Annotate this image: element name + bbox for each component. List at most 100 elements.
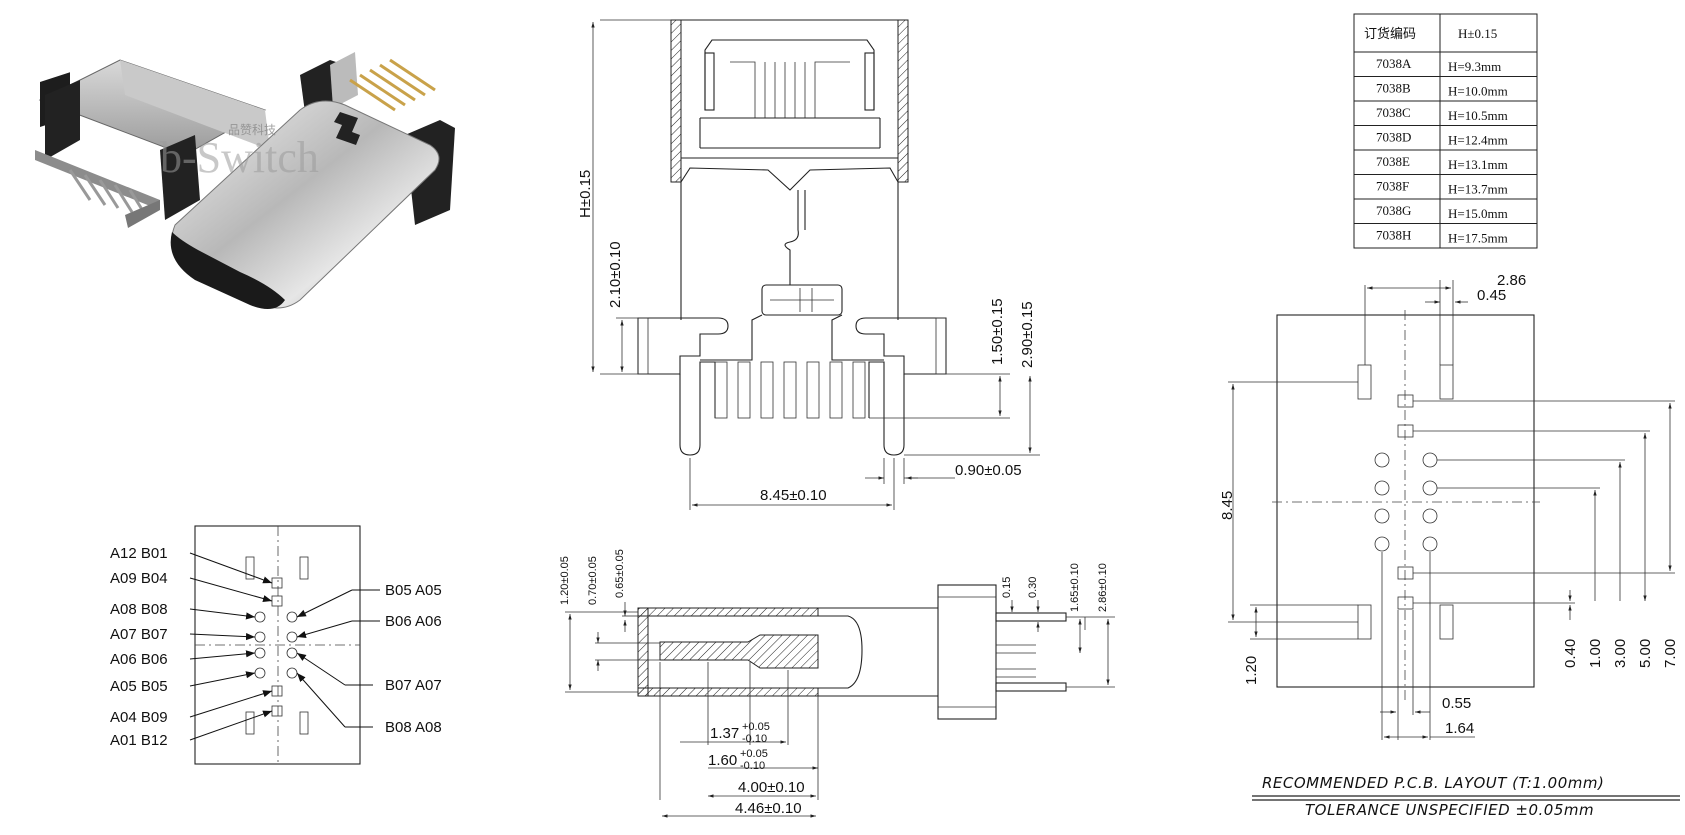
dim-1-60-tol-up: +0.05 — [740, 748, 768, 760]
table-header-cell — [1439, 13, 1538, 53]
dim-4-46: 4.46±0.10 — [735, 800, 802, 817]
table-cell — [1353, 125, 1441, 151]
dim-1-50: 1.50±0.15 — [989, 298, 1006, 365]
pin-label-left: A01 B12 — [110, 732, 168, 749]
table-cell — [1353, 51, 1441, 77]
brand-watermark-cn: 品赞科技 — [228, 123, 276, 137]
dim-1-65: 1.65±0.10 — [1069, 563, 1081, 612]
dim-1-00: 1.00 — [1587, 639, 1604, 668]
table-row-code: 7038F — [1376, 179, 1409, 194]
pin-leader — [189, 552, 273, 584]
dim-4-00: 4.00±0.10 — [738, 779, 805, 796]
table-cell — [1353, 198, 1441, 224]
table-row-code: 7038A — [1376, 56, 1412, 71]
dim-1-37-tol-up: +0.05 — [742, 721, 770, 733]
table-cell — [1353, 223, 1441, 249]
pin-leader — [189, 650, 256, 660]
table-cell — [1353, 149, 1441, 175]
pin-leader — [296, 589, 353, 618]
dim-0-70: 0.70±0.05 — [587, 556, 599, 605]
table-cell — [1439, 149, 1538, 175]
table-cell — [1439, 198, 1538, 224]
connector-photo-left — [35, 59, 270, 228]
pcb-layout-title: RECOMMENDED P.C.B. LAYOUT (T:1.00mm) — [1262, 774, 1604, 792]
dim-1-20: 1.20±0.05 — [559, 556, 571, 605]
pin-label-left: A09 B04 — [110, 570, 168, 587]
table-header-code: 订货编码 — [1364, 26, 1416, 41]
dim-3-00: 3.00 — [1612, 639, 1629, 668]
pin-label-right: B05 A05 — [385, 582, 442, 599]
pin-label-left: A07 B07 — [110, 626, 168, 643]
pin-leader — [189, 608, 256, 620]
product-photo: b-Switch 品赞科技 — [35, 52, 455, 309]
pin-leader — [189, 671, 256, 687]
pin-label-left: A12 B01 — [110, 545, 168, 562]
dim-2-10: 2.10±0.10 — [607, 241, 624, 308]
dim-0-40: 0.40 — [1562, 639, 1579, 668]
table-header-height: H±0.15 — [1458, 26, 1497, 41]
table-row-code: 7038G — [1376, 203, 1411, 218]
dim-0-30: 0.30 — [1027, 577, 1039, 598]
dim-0-65: 0.65±0.05 — [614, 549, 626, 598]
pin-leader — [189, 710, 273, 741]
table-header-cell — [1353, 13, 1441, 53]
pin-label-right: B07 A07 — [385, 677, 442, 694]
dim-1-20-pcb: 1.20 — [1243, 656, 1260, 685]
pin-label-right: B08 A08 — [385, 719, 442, 736]
brand-watermark: b-Switch — [160, 133, 319, 182]
housing-wall-left — [670, 19, 682, 183]
dim-0-45: 0.45 — [1477, 287, 1506, 304]
pin-label-left: A04 B09 — [110, 709, 168, 726]
table-row-height: H=13.1mm — [1448, 157, 1508, 172]
pcb-tolerance-note: TOLERANCE UNSPECIFIED ±0.05mm — [1305, 801, 1594, 819]
dim-1-37-tol-dn: -0.10 — [742, 733, 767, 745]
side-view-drawing: 1.20±0.05 0.70±0.05 0.65±0.05 2.86±0.10 … — [559, 549, 1115, 818]
pin-leader — [189, 632, 256, 641]
pin-leader — [296, 672, 346, 728]
dim-2-86-pcb: 2.86 — [1497, 272, 1526, 289]
pin-label-left: A05 B05 — [110, 678, 168, 695]
pin-label-left: A08 B08 — [110, 601, 168, 618]
order-code-table: 订货编码 H±0.15 7038A H=9.3mm 7038B H=10.0mm 7038C… — [1353, 13, 1538, 249]
dim-height: H±0.15 — [577, 170, 594, 218]
table-row-height: H=10.0mm — [1448, 84, 1508, 99]
pin-leader — [296, 620, 353, 638]
dim-7-00: 7.00 — [1662, 639, 1679, 668]
front-view-drawing: H±0.15 2.10±0.10 1.50±0.15 2.90±0.15 0.9… — [577, 19, 1040, 510]
dim-1-60: 1.60 — [708, 752, 737, 769]
pin-leader — [189, 577, 273, 603]
table-cell — [1439, 76, 1538, 102]
table-row-code: 7038D — [1376, 130, 1411, 145]
dim-2-86-side: 2.86±0.10 — [1097, 563, 1109, 612]
housing-wall-right — [897, 19, 909, 183]
dim-1-37: 1.37 — [710, 725, 739, 742]
pcb-layout-drawing: 2.86 0.45 8.45 1.20 0.55 1.64 7.00 5.00 — [1219, 272, 1680, 819]
dim-2-90: 2.90±0.15 — [1019, 301, 1036, 368]
dim-5-00: 5.00 — [1637, 639, 1654, 668]
connector-photo-right — [170, 52, 455, 309]
table-cell — [1439, 174, 1538, 200]
pin-leader — [189, 690, 273, 718]
pin-label-right: B06 A06 — [385, 613, 442, 630]
dim-1-60-tol-dn: -0.10 — [740, 760, 765, 772]
pin-label-left: A06 B06 — [110, 651, 168, 668]
table-row-height: H=13.7mm — [1448, 182, 1508, 197]
table-cell — [1439, 125, 1538, 151]
table-row-height: H=17.5mm — [1448, 231, 1508, 246]
dim-0-90: 0.90±0.05 — [955, 462, 1022, 479]
table-row-code: 7038B — [1376, 81, 1411, 96]
pin-leader — [296, 652, 346, 686]
dim-0-15: 0.15 — [1001, 577, 1013, 598]
table-row-height: H=10.5mm — [1448, 108, 1508, 123]
dim-0-55: 0.55 — [1442, 695, 1471, 712]
table-cell — [1439, 223, 1538, 249]
table-cell — [1353, 174, 1441, 200]
table-row-height: H=15.0mm — [1448, 206, 1508, 221]
table-row-height: H=9.3mm — [1448, 59, 1501, 74]
table-row-height: H=12.4mm — [1448, 133, 1508, 148]
dim-8-45-pcb: 8.45 — [1219, 491, 1236, 520]
table-row-code: 7038H — [1376, 228, 1411, 243]
table-row-code: 7038C — [1376, 105, 1411, 120]
